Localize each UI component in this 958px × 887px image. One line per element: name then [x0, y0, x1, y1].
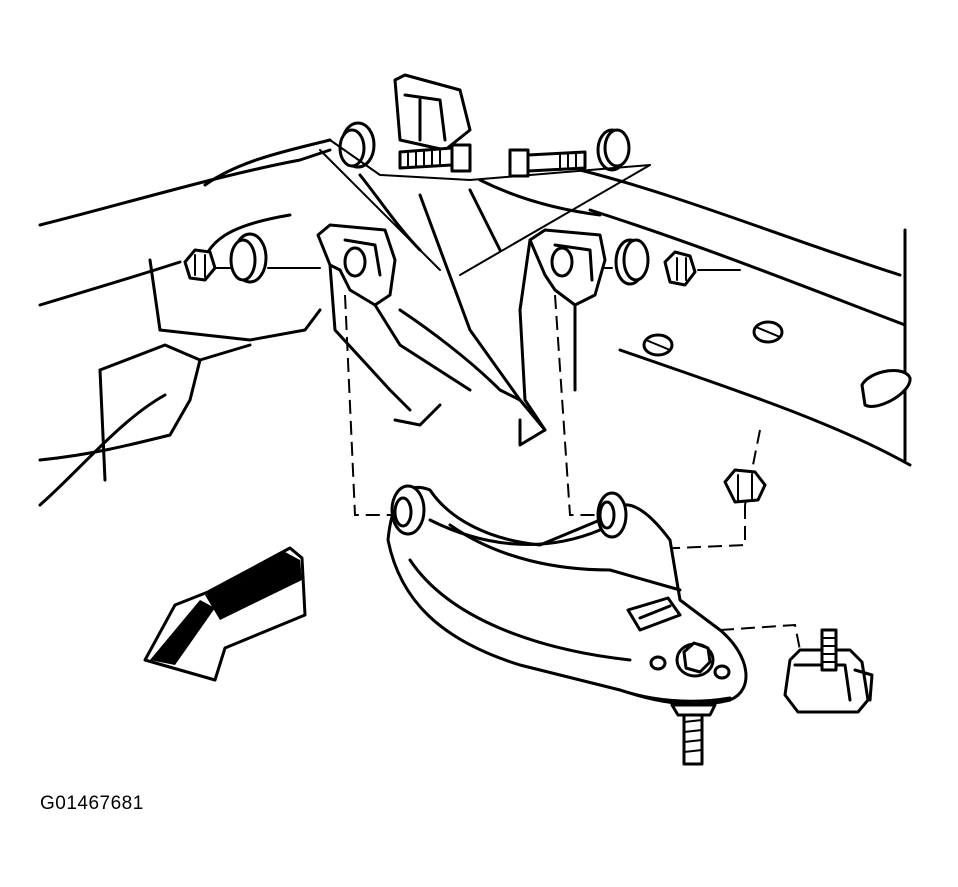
bracket-right [518, 228, 607, 447]
bushing-nut-right [663, 250, 697, 287]
cam-washer-right [614, 238, 650, 286]
cam-bolt-upper-left [398, 143, 472, 173]
cam-washer-left [229, 232, 268, 284]
bracket-left [316, 223, 472, 427]
bushing-nut-left [183, 248, 217, 282]
frame-structure [38, 138, 912, 507]
frame-slots [642, 320, 912, 408]
ball-joint-stud [670, 703, 717, 766]
bracket-icon [783, 628, 874, 714]
figure-id-label: G01467681 [40, 793, 144, 814]
cam-bolt-upper-right [508, 148, 587, 178]
lower-control-arm-icon [386, 484, 748, 706]
cam-washer-upper-right [596, 128, 631, 172]
front-direction-arrow-icon [143, 546, 307, 682]
cam-washer-upper-left [338, 121, 376, 169]
ball-joint-nut-icon [723, 468, 767, 504]
